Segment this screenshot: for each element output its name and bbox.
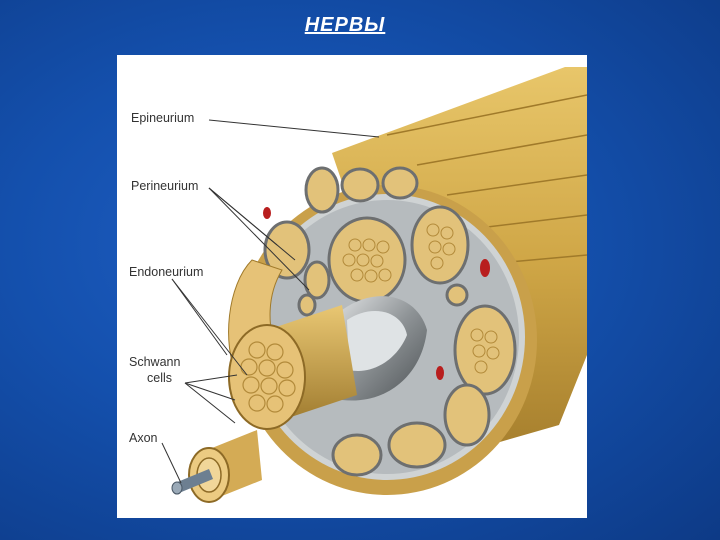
label-endoneurium: Endoneurium <box>129 265 203 279</box>
leader-lines <box>161 119 380 484</box>
fascicles <box>263 166 517 477</box>
label-perineurium: Perineurium <box>131 179 198 193</box>
schwann-cell-sheath <box>188 430 262 503</box>
nerve-cross-section-illustration: Epineurium Perineurium Endoneurium Schwa… <box>129 67 587 503</box>
nerve-diagram-figure: Epineurium Perineurium Endoneurium Schwa… <box>117 55 587 518</box>
extended-fascicle <box>228 305 357 430</box>
slide-title: НЕРВЫ <box>304 14 386 36</box>
label-axon: Axon <box>129 431 158 445</box>
label-epineurium: Epineurium <box>131 111 194 125</box>
axon-rod <box>171 469 213 495</box>
axon-dots <box>342 223 500 374</box>
blood-vessels <box>263 207 490 380</box>
label-schwann: Schwann <box>129 355 180 369</box>
label-cells: cells <box>147 371 172 385</box>
